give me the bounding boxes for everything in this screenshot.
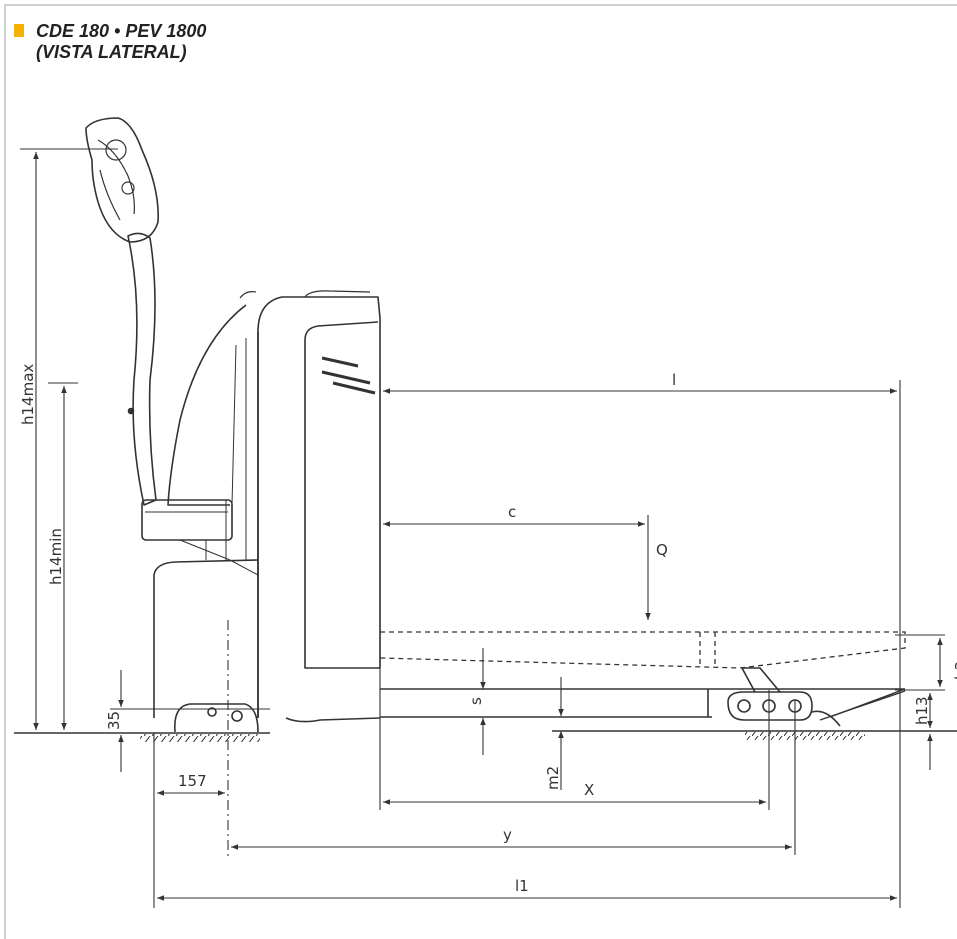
label-h13: h13: [913, 696, 931, 725]
label-157: 157: [178, 772, 207, 790]
label-y: y: [503, 826, 512, 844]
title-marker: [14, 24, 24, 37]
label-c: c: [508, 503, 516, 521]
dimension-labels: l c Q X y l1 157 s m2 35 h14max h14min h…: [19, 364, 957, 895]
label-m2: m2: [544, 766, 562, 790]
fork-raised-dashed: [379, 631, 906, 669]
drive-wheel: [173, 703, 259, 733]
hood-curve: [167, 304, 247, 506]
label-l: l: [672, 371, 676, 389]
label-l1: l1: [515, 877, 529, 895]
dimension-lines: [20, 148, 945, 908]
title-model: CDE 180 • PEV 1800: [36, 21, 207, 41]
front-block: [153, 559, 259, 718]
vent-3: [332, 381, 376, 395]
label-h14max: h14max: [19, 364, 37, 425]
fork: [379, 631, 906, 721]
label-h3: h3: [952, 661, 957, 680]
page-frame: [4, 4, 957, 939]
tiller-head: [85, 117, 159, 243]
label-s: s: [467, 697, 485, 705]
title-view: (VISTA LATERAL): [36, 42, 187, 62]
label-35: 35: [105, 711, 123, 730]
truck-body: [141, 290, 381, 718]
vent-1: [321, 356, 359, 368]
wheels: [173, 667, 841, 733]
chassis-outline: [257, 296, 381, 718]
control-console: [141, 499, 233, 541]
roller-bogie: [727, 691, 813, 721]
label-h14min: h14min: [47, 528, 65, 585]
roller-1: [737, 699, 751, 713]
label-q: Q: [656, 541, 668, 559]
tiller-arm: [85, 117, 159, 506]
vent-2: [321, 370, 371, 385]
ground: [14, 730, 957, 742]
label-x: X: [584, 781, 594, 799]
